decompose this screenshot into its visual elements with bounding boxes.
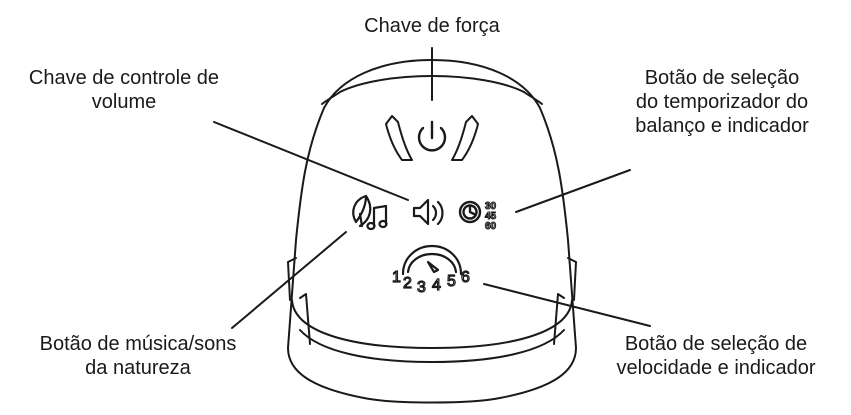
music-note-icon[interactable] (366, 204, 388, 231)
timer-selection-label: Botão de seleção do temporizador do bala… (612, 66, 832, 138)
left-side-notch (299, 293, 311, 345)
volume-leader-line (213, 121, 409, 201)
speed-level-4: 4 (432, 277, 441, 294)
timer-selection-label-line-1: Botão de seleção (644, 67, 800, 89)
right-side-notch (553, 293, 565, 345)
volume-control-label-line-1: Chave de controle de (28, 67, 220, 89)
volume-control-label-line-2: volume (91, 91, 157, 113)
timer-leader-line (515, 169, 631, 213)
power-switch-right-guard (451, 115, 479, 161)
speaker-icon[interactable] (412, 198, 444, 226)
power-switch-label: Chave de força (332, 14, 532, 38)
timer-value-60: 60 (485, 221, 497, 232)
timer-selection-label-line-2: do temporizador do (635, 91, 809, 113)
speed-selection-label: Botão de seleção de velocidade e indicad… (590, 332, 842, 380)
speed-selection-label-line-2: velocidade e indicador (616, 357, 816, 379)
power-icon[interactable] (417, 120, 447, 152)
timer-value-30: 30 (485, 201, 497, 212)
speed-level-5: 5 (447, 273, 456, 290)
nature-leaf-icon[interactable] (352, 194, 372, 228)
speed-selection-label-line-1: Botão de seleção de (624, 333, 808, 355)
device-body-outline (287, 59, 577, 404)
power-switch-label-line-1: Chave de força (364, 15, 500, 37)
timer-value-45: 45 (485, 211, 497, 222)
volume-control-label: Chave de controle de volume (4, 66, 244, 114)
device-top-rim-left (321, 91, 341, 105)
speed-leader-line (483, 283, 651, 327)
speed-gauge-icon[interactable] (401, 244, 463, 276)
power-switch-left-guard (385, 115, 413, 161)
timer-selection-label-line-3: balanço e indicador (635, 115, 809, 137)
speed-level-3: 3 (417, 279, 426, 296)
right-side-slot (567, 257, 577, 301)
speed-level-1: 1 (392, 269, 401, 286)
clock-icon[interactable] (458, 200, 482, 224)
device-base-rim (291, 299, 573, 349)
music-nature-label-line-1: Botão de música/sons (39, 333, 237, 355)
music-nature-label-line-2: da natureza (85, 357, 191, 379)
device-top-rim-right (523, 91, 543, 105)
music-nature-label: Botão de música/sons da natureza (10, 332, 266, 380)
music-leader-line (231, 231, 347, 329)
left-side-slot (287, 257, 297, 301)
speed-level-6: 6 (461, 269, 470, 286)
speed-level-2: 2 (403, 275, 412, 292)
device-base-inner (299, 329, 565, 363)
